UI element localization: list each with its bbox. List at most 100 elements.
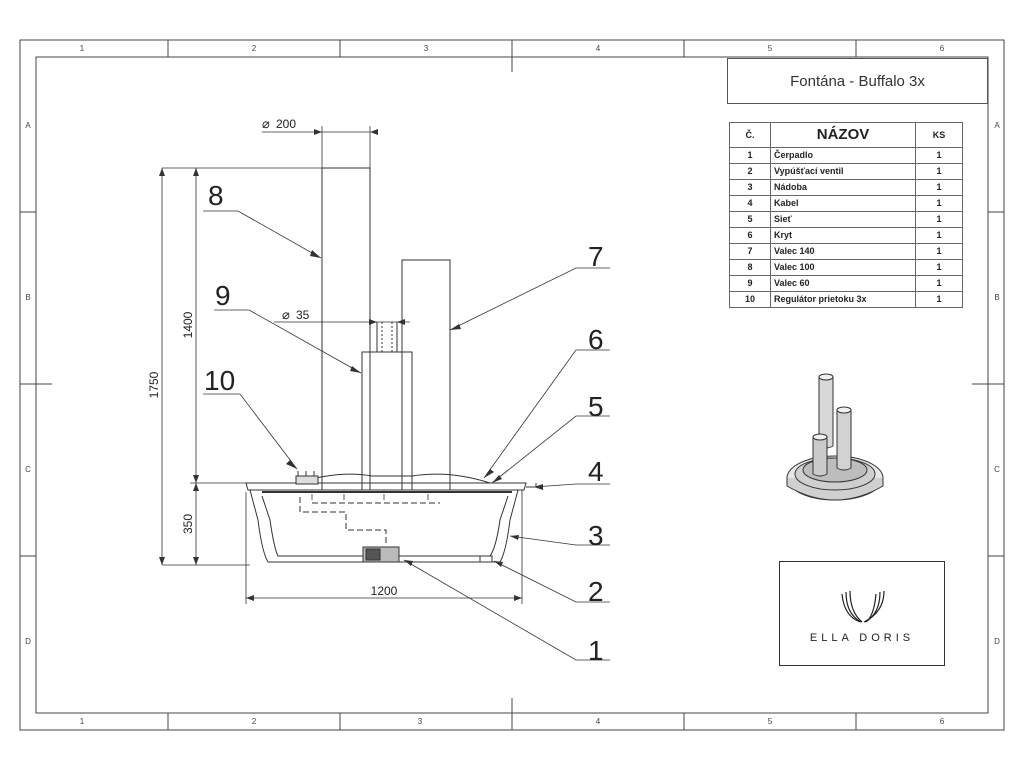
diameter-symbol: ⌀ (282, 307, 290, 322)
bom-number: 3 (729, 179, 771, 196)
callout-9: 9 (215, 280, 231, 311)
drawing-title: Fontána - Buffalo 3x (790, 72, 925, 90)
bom-number: 2 (729, 163, 771, 180)
bom-header-name: NÁZOV (770, 122, 916, 148)
zone-col-label: 1 (80, 717, 85, 726)
callout-4: 4 (588, 456, 604, 487)
bom-header-qty: KS (915, 122, 963, 148)
bom-qty: 1 (915, 291, 963, 308)
bom-name: Valec 60 (770, 275, 916, 292)
zone-row-label: B (994, 293, 999, 302)
zone-row-label: D (994, 637, 1000, 646)
bom-name: Čerpadlo (770, 147, 916, 164)
dimension-arrows (159, 129, 522, 601)
bom-qty: 1 (915, 211, 963, 228)
zone-row-label: A (25, 121, 31, 130)
zone-col-label: 3 (424, 44, 429, 53)
bom-name: Nádoba (770, 179, 916, 196)
zone-col-label: 4 (596, 44, 601, 53)
dim-top-diameter: 200 (276, 117, 296, 131)
fountain-front-view (245, 167, 537, 563)
callout-5: 5 (588, 391, 604, 422)
bom-number: 7 (729, 243, 771, 260)
bom-name: Kabel (770, 195, 916, 212)
dimension-lines (161, 126, 523, 604)
logo-box: ELLA DORIS (779, 561, 945, 666)
callout-7: 7 (588, 241, 604, 272)
callout-3: 3 (588, 520, 604, 551)
zone-col-label: 5 (768, 717, 773, 726)
bom-qty: 1 (915, 259, 963, 276)
ella-doris-logo-icon (841, 590, 885, 623)
zone-row-label: C (25, 465, 31, 474)
bom-name: Sieť (770, 211, 916, 228)
dim-pipe-diameter: 35 (296, 308, 310, 322)
zone-row-label: D (25, 637, 31, 646)
bom-qty: 1 (915, 179, 963, 196)
dim-width: 1200 (371, 584, 398, 598)
logo-text: ELLA DORIS (809, 632, 915, 644)
dim-base-height: 350 (181, 514, 195, 534)
zone-col-label: 4 (596, 717, 601, 726)
bom-qty: 1 (915, 163, 963, 180)
bom-qty: 1 (915, 195, 963, 212)
zone-col-label: 2 (252, 717, 257, 726)
bom-number: 1 (729, 147, 771, 164)
bom-number: 9 (729, 275, 771, 292)
bom-name: Valec 140 (770, 243, 916, 260)
bom-number: 4 (729, 195, 771, 212)
bom-qty: 1 (915, 147, 963, 164)
callout-8: 8 (208, 180, 224, 211)
bom-header-row: Č. NÁZOV KS (729, 122, 963, 148)
callout-6: 6 (588, 324, 604, 355)
diameter-symbol: ⌀ (262, 116, 270, 131)
callout-2: 2 (588, 576, 604, 607)
dim-total-height: 1750 (147, 371, 161, 398)
zone-col-label: 5 (768, 44, 773, 53)
cylinder-tall (321, 167, 371, 491)
dim-column-height: 1400 (181, 311, 195, 338)
bom-name: Vypúšťací ventil (770, 163, 916, 180)
bom-number: 10 (729, 291, 771, 308)
bom-number: 8 (729, 259, 771, 276)
bom-qty: 1 (915, 243, 963, 260)
zone-row-label: B (25, 293, 30, 302)
zone-col-label: 6 (940, 44, 945, 53)
title-block: Fontána - Buffalo 3x (727, 58, 988, 104)
zone-row-label: C (994, 465, 1000, 474)
bom-qty: 1 (915, 227, 963, 244)
bom-number: 6 (729, 227, 771, 244)
zone-col-label: 2 (252, 44, 257, 53)
callout-10: 10 (204, 365, 235, 396)
zone-col-label: 1 (80, 44, 85, 53)
bom-qty: 1 (915, 275, 963, 292)
flow-regulator (295, 475, 319, 485)
zone-row-label: A (994, 121, 1000, 130)
bom-number: 5 (729, 211, 771, 228)
bom-name: Valec 100 (770, 259, 916, 276)
zone-col-label: 3 (418, 717, 423, 726)
bom-header-number: Č. (729, 122, 771, 148)
bom-name: Kryt (770, 227, 916, 244)
isometric-preview (786, 373, 884, 501)
bom-name: Regulátor prietoku 3x (770, 291, 916, 308)
callout-arrowheads (286, 250, 543, 567)
cylinder-medium (401, 259, 451, 491)
cover-rim (245, 482, 527, 491)
callout-1: 1 (588, 635, 604, 666)
callout-leaders (203, 210, 610, 661)
zone-col-label: 6 (940, 717, 945, 726)
zone-ticks (20, 40, 1004, 730)
